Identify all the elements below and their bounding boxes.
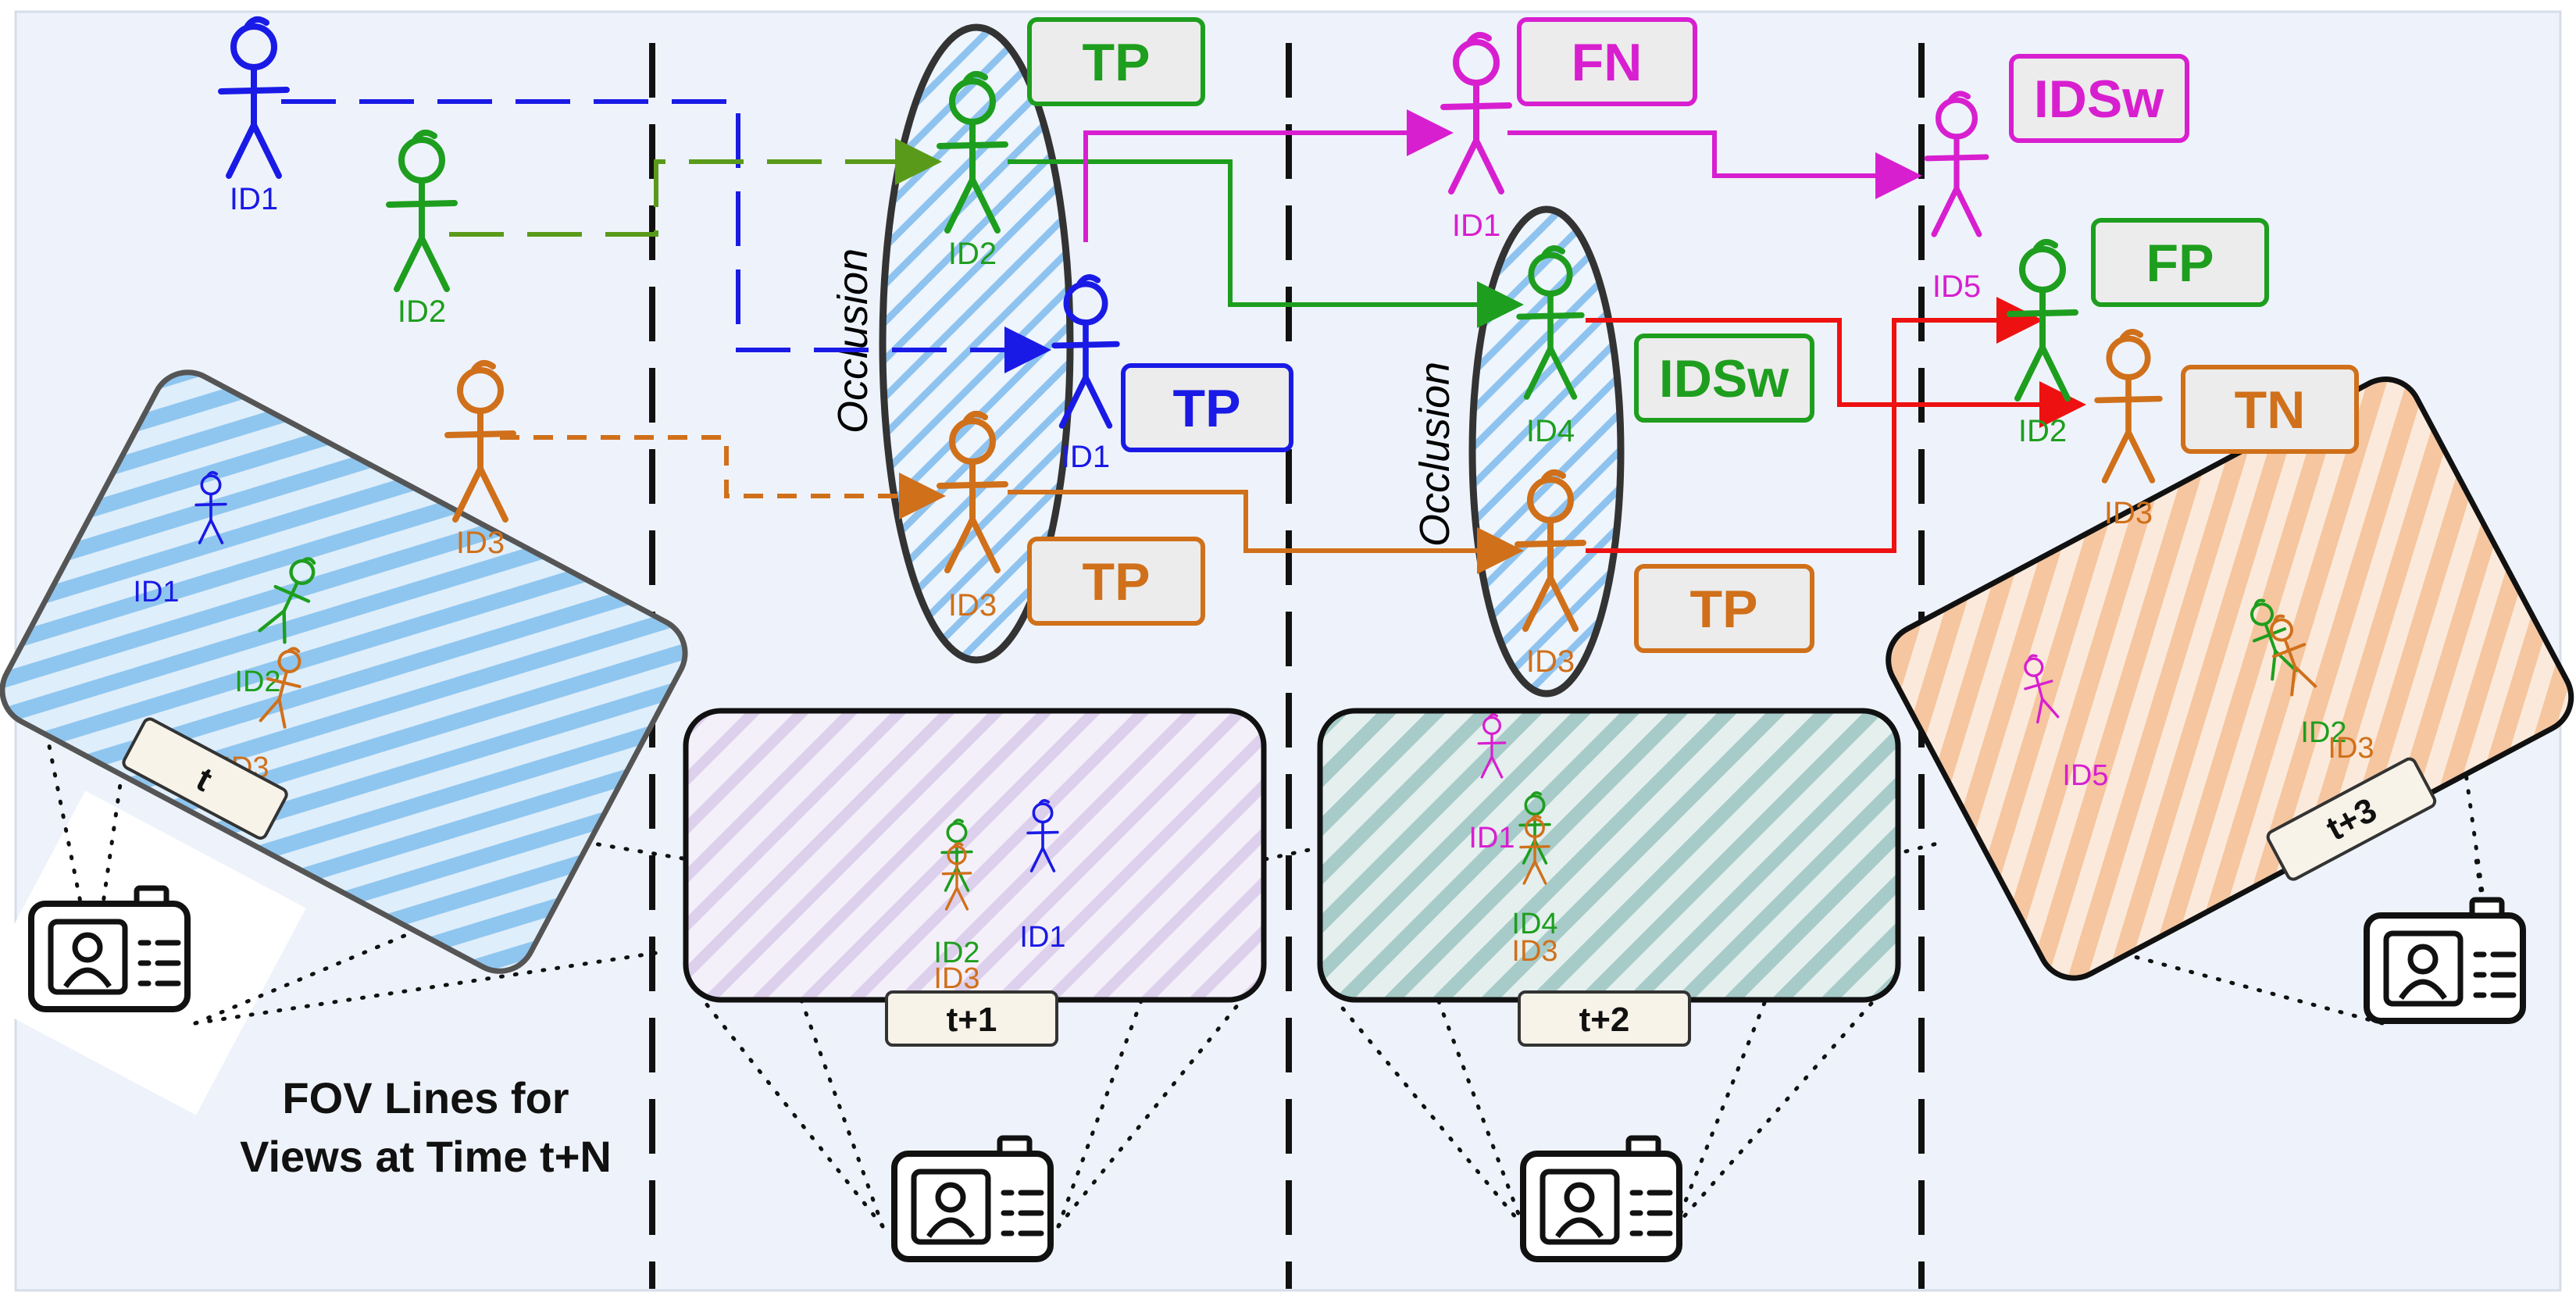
svg-text:TP: TP — [1083, 33, 1151, 92]
mini-id3-t2-label: ID3 — [1511, 935, 1557, 968]
mini-id4-t2-label: ID4 — [1511, 908, 1557, 940]
mini-id5-t3-label: ID5 — [2062, 759, 2108, 792]
person-id3-t3-label: ID3 — [2104, 496, 2153, 530]
person-id2-t3-label: ID2 — [2018, 414, 2067, 448]
mini-id3-t1 — [941, 842, 972, 911]
mini-id2-t — [258, 557, 316, 644]
svg-text:FN: FN — [1572, 33, 1643, 92]
person-id4-t2 — [1516, 245, 1585, 400]
svg-text:IDSw: IDSw — [2034, 70, 2164, 129]
camera-icon-t3 — [2364, 897, 2526, 1024]
badge-tp-orange-2: TP — [1634, 564, 1814, 653]
badge-fn: FN — [1517, 17, 1697, 106]
badge-fp: FP — [2091, 218, 2269, 307]
frame-label-t: t — [122, 717, 288, 840]
trajectory-id1-magenta — [1083, 109, 1454, 242]
mini-id1-t2-label: ID1 — [1468, 822, 1515, 855]
fov-caption-line2: Views at Time t+N — [240, 1132, 612, 1181]
frame-label-t3: t+3 — [2266, 757, 2437, 881]
person-id3-t1-label: ID3 — [948, 588, 997, 623]
person-id3-t2 — [1515, 469, 1586, 632]
person-id1-t2 — [1440, 31, 1512, 194]
trajectory-id2-solid — [1008, 159, 1524, 328]
svg-text:TP: TP — [1173, 379, 1241, 438]
trajectory-red-1 — [1586, 318, 2086, 428]
mini-id1-t — [194, 471, 227, 544]
trajectory-id1-to-id5 — [1507, 130, 1922, 199]
mini-id2-t3-label: ID2 — [2300, 716, 2346, 749]
mini-id1-t1-label: ID1 — [1019, 921, 1065, 954]
mini-id3-t3 — [2269, 614, 2317, 697]
person-id5-t3 — [1924, 91, 1989, 237]
frame-t — [0, 369, 688, 974]
mini-id2-t-label: ID2 — [234, 665, 280, 698]
mini-id5-t3 — [2024, 654, 2060, 724]
fov-caption-line1: FOV Lines for — [282, 1073, 569, 1122]
trajectory-id2-dashed — [449, 138, 942, 237]
person-id3-t1 — [937, 410, 1008, 573]
person-id1-t1-label: ID1 — [1061, 440, 1110, 474]
mini-id3-t — [259, 647, 301, 729]
mini-id1-t-label: ID1 — [133, 576, 179, 608]
mini-id3-t3-label: ID3 — [2328, 732, 2374, 765]
person-id2-t — [386, 129, 458, 292]
svg-text:t+2: t+2 — [1579, 1001, 1630, 1039]
person-id5-t3-label: ID5 — [1932, 269, 1981, 304]
badge-tn: TN — [2181, 365, 2359, 454]
trajectory-red-2 — [1586, 297, 2043, 553]
svg-text:t+1: t+1 — [947, 1001, 997, 1039]
person-id2-t1 — [937, 70, 1008, 234]
mini-id3-t1-label: ID3 — [933, 962, 979, 995]
svg-text:TP: TP — [1083, 552, 1151, 612]
person-id3-t — [444, 359, 516, 523]
svg-text:FP: FP — [2146, 234, 2214, 293]
trajectories — [281, 99, 2086, 574]
camera-icon-t2 — [1520, 1135, 1682, 1262]
badge-tp-orange-1: TP — [1027, 537, 1205, 626]
badge-idsw-green: IDSw — [1634, 334, 1814, 423]
trajectory-id3-dashed — [500, 435, 946, 519]
person-id1-t — [218, 16, 290, 179]
frame-label-t2: t+2 — [1518, 990, 1691, 1047]
badge-tp-green: TP — [1027, 17, 1205, 106]
svg-text:TN: TN — [2235, 380, 2306, 440]
badge-tp-blue: TP — [1121, 363, 1293, 452]
person-id1-t-label: ID1 — [230, 182, 278, 216]
occlusion-ellipse-2 — [1468, 205, 1625, 698]
trajectory-id1 — [281, 99, 1051, 373]
person-id2-t3 — [2007, 238, 2078, 401]
mini-id3-t2 — [1519, 815, 1550, 885]
person-id3-t-label: ID3 — [456, 526, 505, 560]
frame-t2 — [1317, 708, 1901, 1003]
badge-idsw-magenta: IDSw — [2009, 54, 2189, 143]
mini-id4-t2 — [1518, 791, 1551, 865]
person-id2-t1-label: ID2 — [948, 237, 997, 271]
mini-id2-t1-label: ID2 — [933, 937, 979, 969]
person-id3-t3 — [2094, 329, 2163, 484]
occlusion-label-2: Occlusion — [1411, 362, 1458, 547]
svg-text:IDSw: IDSw — [1659, 349, 1789, 409]
camera-icon-t — [28, 885, 191, 1012]
person-id4-t2-label: ID4 — [1526, 414, 1575, 448]
person-id2-t-label: ID2 — [398, 294, 446, 329]
frame-label-t1: t+1 — [885, 990, 1058, 1047]
svg-text:TP: TP — [1690, 580, 1758, 639]
occlusion-label-1: Occlusion — [830, 248, 876, 434]
trajectory-id3-solid — [1008, 490, 1524, 574]
person-id1-t1 — [1051, 274, 1120, 429]
person-id3-t2-label: ID3 — [1526, 644, 1575, 679]
camera-icon-t1 — [891, 1135, 1054, 1262]
mini-id1-t2 — [1477, 713, 1507, 779]
mini-id2-t1 — [940, 819, 973, 892]
person-id1-t2-label: ID1 — [1452, 209, 1500, 243]
mini-id1-t1 — [1026, 799, 1059, 872]
